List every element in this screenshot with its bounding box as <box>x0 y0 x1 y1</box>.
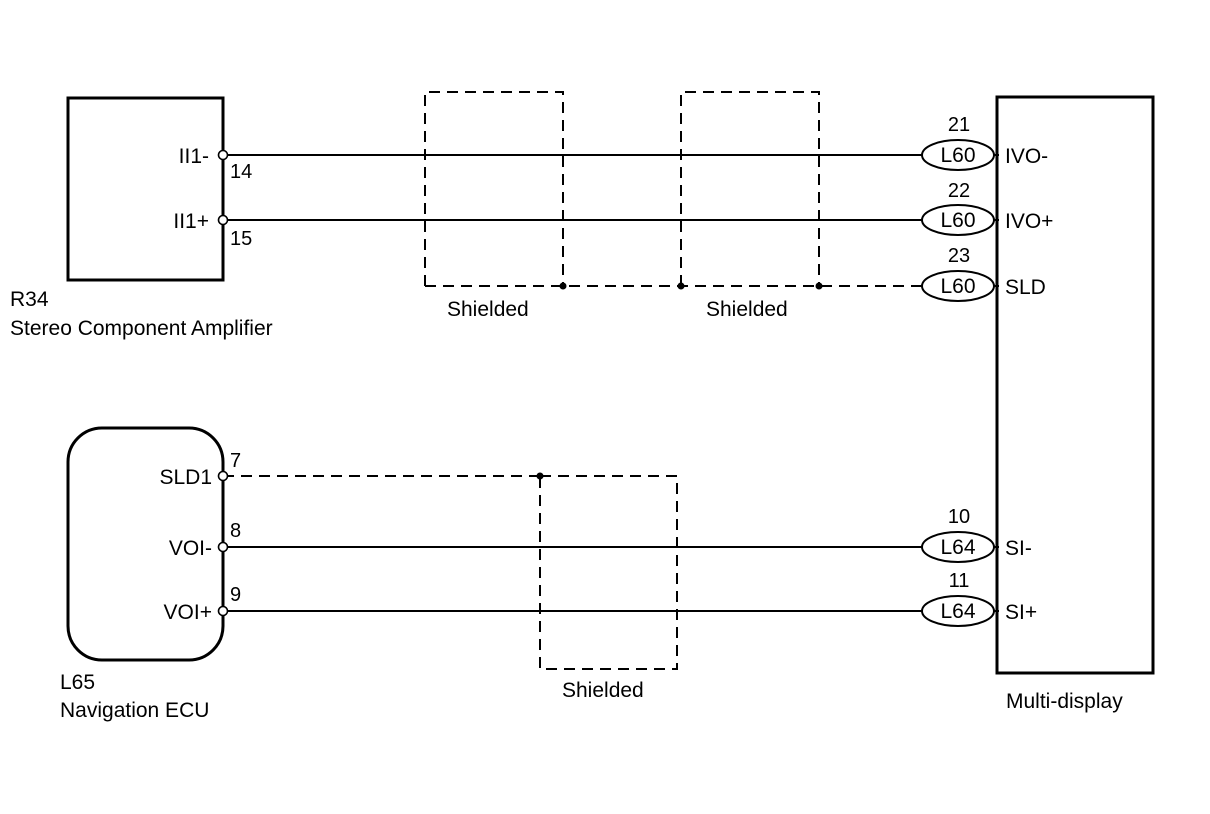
nav-terminal-name: VOI+ <box>164 601 212 624</box>
shield-outline-2 <box>680 91 820 286</box>
connector-code: L64 <box>940 536 975 559</box>
display-connector-row: 22 L60 IVO+ <box>921 180 1053 236</box>
amplifier-box <box>66 96 225 282</box>
nav-ecu-code: L65 <box>60 671 95 694</box>
terminal-circle <box>217 470 229 482</box>
connector-code: L64 <box>940 600 975 623</box>
nav-pin-number: 9 <box>230 584 241 606</box>
shield-junction-dot <box>815 282 823 290</box>
display-connector-row: 23 L60 SLD <box>921 245 1046 302</box>
connector-code: L60 <box>940 144 975 167</box>
shield-junction-dot <box>536 472 544 480</box>
amplifier-pin-number: 15 <box>230 228 252 250</box>
shield-label-1: Shielded <box>447 298 529 321</box>
amplifier-name: Stereo Component Amplifier <box>10 317 273 340</box>
display-pin-number: 23 <box>948 245 970 267</box>
display-terminal-name: SI- <box>1005 537 1032 560</box>
terminal-circle <box>217 149 229 161</box>
display-terminal-name: SI+ <box>1005 601 1037 624</box>
shield-junction-dot <box>677 282 685 290</box>
display-pin-number: 22 <box>948 180 970 202</box>
multi-display-name: Multi-display <box>1006 690 1123 713</box>
amplifier-code: R34 <box>10 288 49 311</box>
nav-terminal-name: SLD1 <box>159 466 212 489</box>
nav-pin-number: 8 <box>230 520 241 542</box>
display-connector-row: 11 L64 SI+ <box>921 570 1037 627</box>
shield-label-3: Shielded <box>562 679 644 702</box>
display-terminal-name: IVO- <box>1005 145 1048 168</box>
amplifier-pin-number: 14 <box>230 161 252 183</box>
display-pin-number: 21 <box>948 114 970 136</box>
amplifier-terminal-name: II1+ <box>173 210 209 233</box>
nav-ecu-name: Navigation ECU <box>60 699 209 722</box>
display-pin-number: 10 <box>948 506 970 528</box>
display-connector-row: 21 L60 IVO- <box>921 114 1048 171</box>
shield-outline-3 <box>539 475 678 670</box>
display-connector-row: 10 L64 SI- <box>921 506 1032 563</box>
display-terminal-name: SLD <box>1005 276 1046 299</box>
connector-code: L60 <box>940 209 975 232</box>
shield-outline-1 <box>424 91 564 286</box>
nav-pin-number: 7 <box>230 450 241 472</box>
nav-terminal-name: VOI- <box>169 537 212 560</box>
shield-label-2: Shielded <box>706 298 788 321</box>
shield-junction-dot <box>559 282 567 290</box>
terminal-circle <box>217 605 229 617</box>
terminal-circle <box>217 541 229 553</box>
multi-display-box <box>995 95 1155 675</box>
amplifier-terminal-name: II1- <box>179 145 209 168</box>
connector-code: L60 <box>940 275 975 298</box>
display-pin-number: 11 <box>949 570 970 592</box>
display-terminal-name: IVO+ <box>1005 210 1053 233</box>
terminal-circle <box>217 214 229 226</box>
